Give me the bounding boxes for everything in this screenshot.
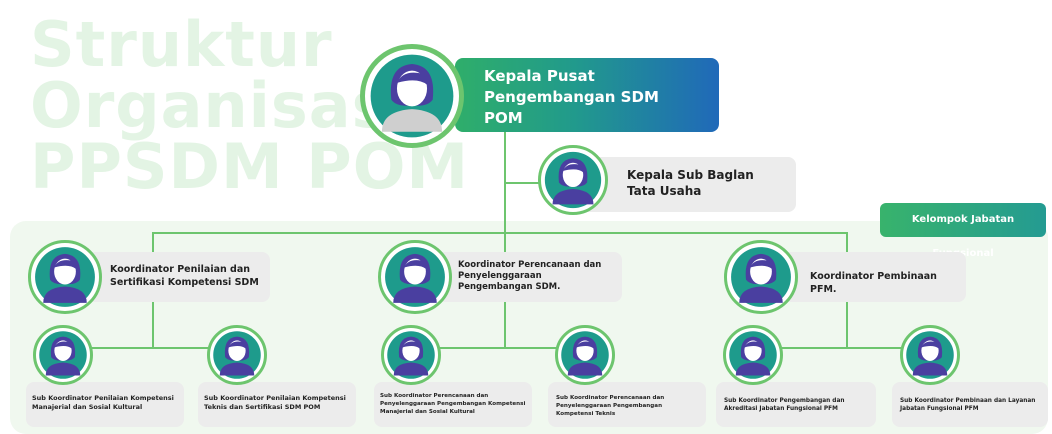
connector-line	[418, 347, 592, 349]
person-icon	[544, 151, 602, 209]
connector-line	[760, 347, 936, 349]
background-title-line: Struktur	[30, 8, 333, 81]
background-title: Struktur Organisasi PPSDM POM	[30, 8, 470, 203]
person-icon	[39, 331, 87, 379]
connector-line	[504, 232, 506, 254]
person-icon	[387, 331, 435, 379]
sub-koordinator-avatar	[723, 325, 783, 385]
sub-koordinator-box: Sub Koordinator Perencanaan dan Penyelen…	[374, 382, 532, 427]
sub-koordinator-title: Sub Koordinator Perencanaan dan Penyelen…	[380, 393, 526, 415]
koordinator-avatar	[28, 240, 102, 314]
sub-koordinator-box: Sub Koordinator Pembinaan dan Layanan Ja…	[892, 382, 1048, 427]
person-icon	[729, 331, 777, 379]
kepala-pusat-box: Kepala Pusat Pengembangan SDM POM	[455, 58, 719, 132]
connector-line	[152, 232, 154, 254]
person-icon	[561, 331, 609, 379]
background-title-line: Organisasi	[30, 69, 412, 142]
person-icon	[213, 331, 261, 379]
kepala-sub-bagian-box: Kepala Sub Baglan Tata Usaha	[575, 157, 796, 212]
kepala-pusat-avatar	[360, 44, 464, 148]
koordinator-box: Koordinator Penilaian dan Sertifikasi Ko…	[74, 252, 270, 302]
koordinator-title: Koordinator Pembinaan PFM.	[810, 271, 937, 295]
kepala-pusat-title: Kepala Pusat Pengembangan SDM POM	[484, 67, 659, 127]
sub-koordinator-avatar	[900, 325, 960, 385]
person-icon	[385, 247, 445, 307]
koordinator-avatar	[378, 240, 452, 314]
person-icon	[35, 247, 95, 307]
sub-koordinator-title: Sub Koordinator Penilaian Kompetensi Man…	[32, 394, 174, 411]
koordinator-title: Koordinator Perencanaan dan Penyelenggar…	[458, 260, 602, 292]
sub-koordinator-avatar	[207, 325, 267, 385]
connector-line	[68, 347, 240, 349]
connector-line	[152, 232, 846, 234]
person-icon	[370, 54, 454, 138]
kepala-sub-bagian-title: Kepala Sub Baglan Tata Usaha	[627, 168, 754, 198]
sub-koordinator-avatar	[555, 325, 615, 385]
person-icon	[731, 247, 791, 307]
koordinator-box: Koordinator Perencanaan dan Penyelenggar…	[424, 252, 622, 302]
koordinator-title: Koordinator Penilaian dan Sertifikasi Ko…	[110, 264, 259, 288]
sub-koordinator-avatar	[381, 325, 441, 385]
sub-koordinator-box: Sub Koordinator Penilaian Kompetensi Man…	[26, 382, 184, 427]
connector-line	[152, 302, 154, 348]
sub-koordinator-box: Sub Koordinator Penilaian Kompetensi Tek…	[198, 382, 356, 427]
sub-koordinator-title: Sub Koordinator Pembinaan dan Layanan Ja…	[900, 398, 1036, 412]
kelompok-jabatan-fungsional-badge: Kelompok Jabatan Fungsional	[880, 203, 1046, 259]
sub-koordinator-box: Sub Koordinator Perencanaan dan Penyelen…	[548, 382, 706, 427]
connector-line	[846, 302, 848, 348]
connector-line	[504, 182, 548, 184]
koordinator-box: Koordinator Pembinaan PFM.	[768, 252, 966, 302]
koordinator-avatar	[724, 240, 798, 314]
connector-line	[504, 302, 506, 348]
kepala-sub-bagian-avatar	[538, 145, 608, 215]
connector-line	[846, 232, 848, 254]
sub-koordinator-avatar	[33, 325, 93, 385]
sub-koordinator-box: Sub Koordinator Pengembangan dan Akredit…	[716, 382, 876, 427]
sub-koordinator-title: Sub Koordinator Perencanaan dan Penyelen…	[556, 395, 665, 417]
sub-koordinator-title: Sub Koordinator Penilaian Kompetensi Tek…	[204, 394, 346, 411]
sub-koordinator-title: Sub Koordinator Pengembangan dan Akredit…	[724, 398, 845, 412]
background-title-line: PPSDM POM	[30, 130, 470, 203]
person-icon	[906, 331, 954, 379]
